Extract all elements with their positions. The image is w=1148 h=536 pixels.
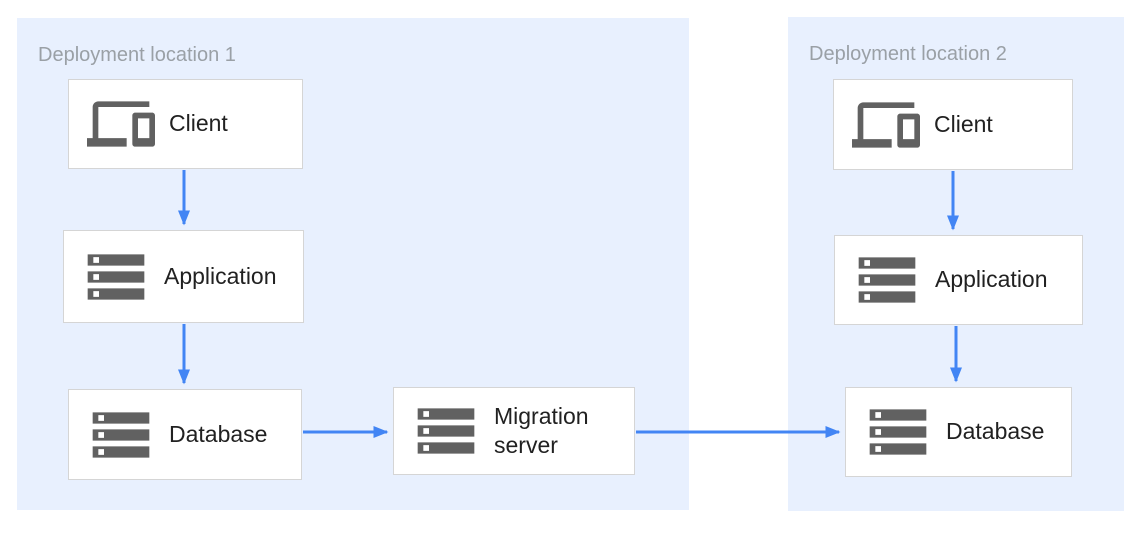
node-application-2: Application bbox=[834, 235, 1083, 325]
node-application-1: Application bbox=[63, 230, 304, 323]
node-label: Client bbox=[169, 110, 228, 137]
node-database-2: Database bbox=[845, 387, 1072, 477]
node-label: Migration server bbox=[494, 402, 589, 458]
server-stack-icon bbox=[82, 243, 150, 311]
node-client-2: Client bbox=[833, 79, 1073, 170]
server-stack-icon bbox=[87, 401, 155, 469]
devices-icon bbox=[87, 90, 155, 158]
node-client-1: Client bbox=[68, 79, 303, 169]
node-database-1: Database bbox=[68, 389, 302, 480]
devices-icon bbox=[852, 91, 920, 159]
zone-title: Deployment location 2 bbox=[809, 43, 1007, 65]
node-label: Application bbox=[164, 262, 277, 289]
node-migration-server: Migration server bbox=[393, 387, 635, 475]
node-label: Database bbox=[946, 418, 1045, 445]
server-stack-icon bbox=[853, 246, 921, 314]
zone-title: Deployment location 1 bbox=[38, 44, 236, 66]
server-stack-icon bbox=[412, 397, 480, 465]
node-label: Client bbox=[934, 110, 993, 137]
node-label: Application bbox=[935, 266, 1048, 293]
node-label: Database bbox=[169, 420, 268, 447]
server-stack-icon bbox=[864, 398, 932, 466]
